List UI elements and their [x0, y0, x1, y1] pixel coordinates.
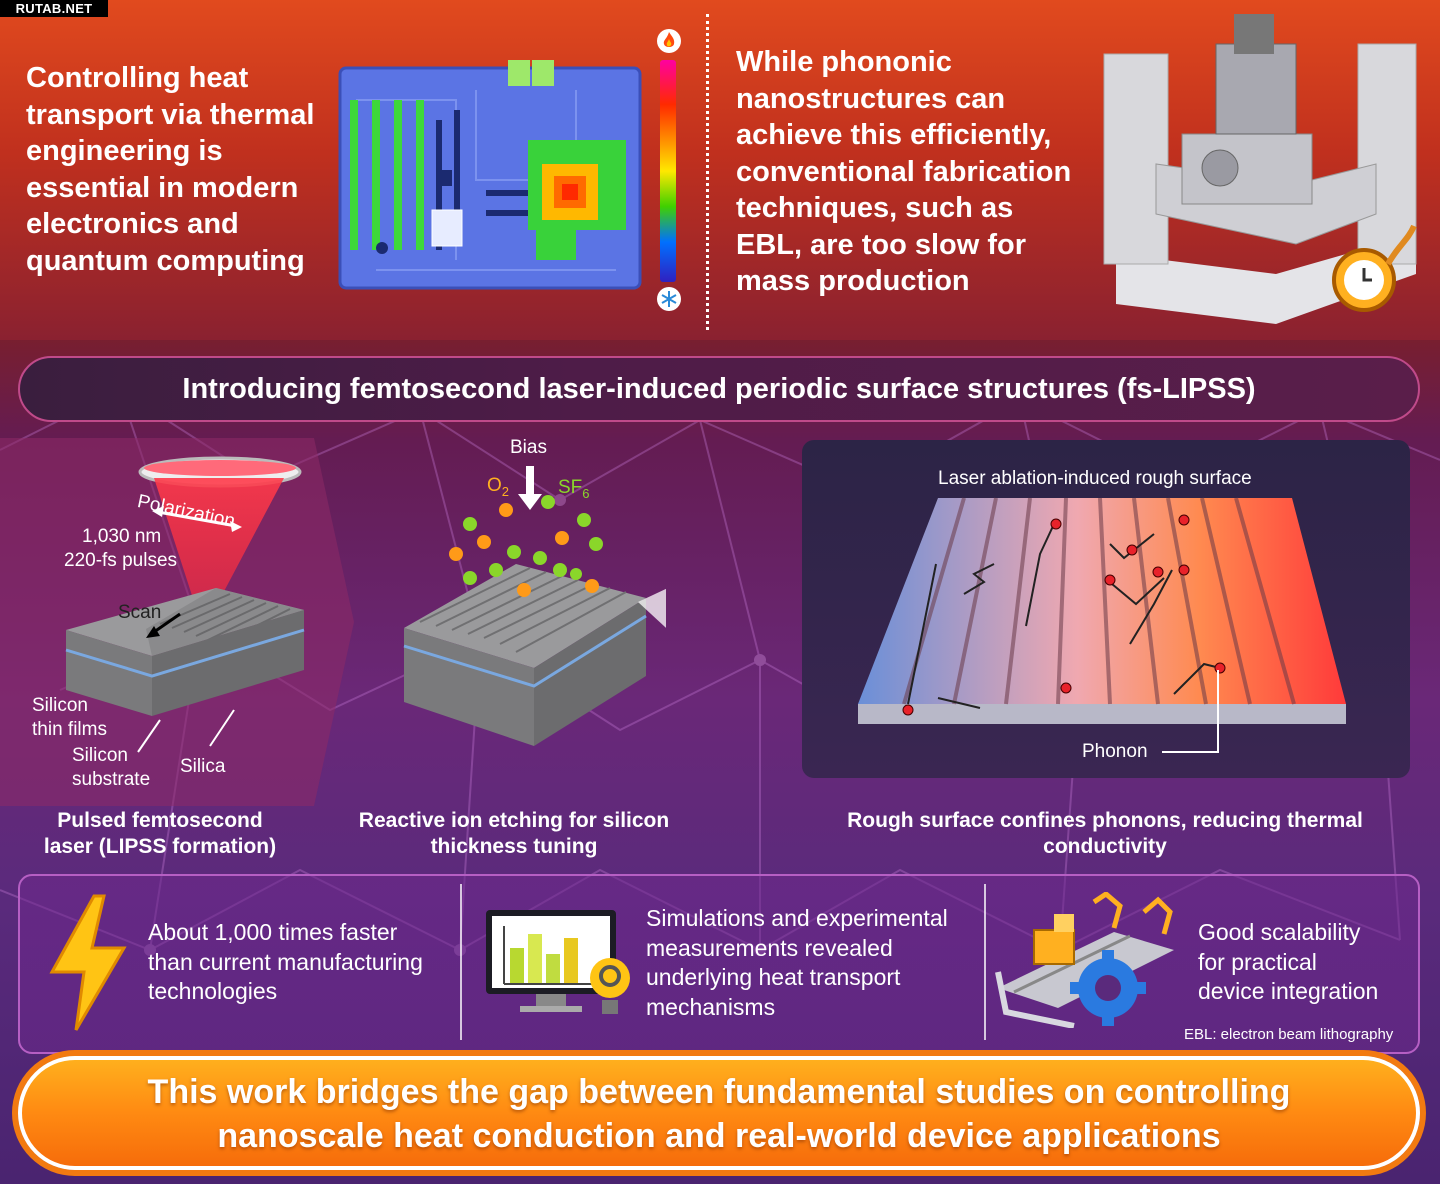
- intro-line: Controlling heat: [26, 62, 249, 94]
- conclusion-text: This work bridges the gap between fundam…: [58, 1070, 1380, 1158]
- features-panel: [18, 874, 1420, 1054]
- monitor-chart-icon: [486, 910, 630, 1014]
- o2-subscript: 2: [501, 483, 510, 499]
- feature-line: Simulations and experimental: [646, 905, 948, 931]
- phonon-label: Phonon: [1082, 741, 1148, 762]
- laser-caption: Pulsed femtosecond laser (LIPSS formatio…: [20, 808, 300, 860]
- feature-speed-text: About 1,000 times faster than current ma…: [148, 918, 448, 1007]
- lightning-icon: [49, 894, 127, 1031]
- rough-surface-illustration: [858, 497, 1346, 724]
- snowflake-icon: [657, 287, 681, 311]
- substrate-line: Silicon: [72, 745, 128, 766]
- rough-surface-label: Laser ablation-induced rough surface: [938, 468, 1252, 489]
- feature-line: measurements revealed: [646, 934, 893, 961]
- bias-label: Bias: [510, 437, 547, 458]
- banner-title: Introducing femtosecond laser-induced pe…: [182, 373, 1256, 405]
- ebl-line: While phononic: [736, 46, 952, 78]
- silica-label: Silica: [180, 756, 226, 777]
- conclusion-banner: This work bridges the gap between fundam…: [18, 1056, 1420, 1170]
- conclusion-line: nanoscale heat conduction and real-world…: [217, 1117, 1221, 1155]
- etching-caption-line: thickness tuning: [430, 835, 598, 858]
- ebl-text: While phononic nanostructures can achiev…: [736, 44, 1086, 300]
- ion-etching-illustration: [403, 564, 666, 746]
- title-banner: Introducing femtosecond laser-induced pe…: [18, 356, 1420, 422]
- intro-line: transport via thermal: [26, 98, 315, 131]
- feature-line: device integration: [1198, 978, 1379, 1004]
- intro-line: quantum computing: [26, 244, 305, 277]
- laser-caption-line: Pulsed femtosecond: [57, 809, 263, 832]
- ebl-line: EBL, are too slow for: [736, 228, 1027, 261]
- thin-films-line: thin films: [32, 719, 107, 740]
- o2-text: O: [487, 475, 502, 496]
- factory-gear-icon: [995, 892, 1174, 1028]
- feature-line: Good scalability: [1198, 919, 1361, 945]
- label-leader-lines: [137, 709, 235, 753]
- feature-line: for practical: [1198, 948, 1317, 975]
- intro-line: engineering is: [26, 135, 223, 167]
- substrate-label: Silicon substrate: [72, 744, 150, 792]
- feature-divider: [984, 884, 986, 1040]
- sf6-text: SF: [558, 477, 583, 498]
- watermark: RUTAB.NET: [0, 0, 108, 17]
- heat-color-scale: [660, 60, 676, 282]
- substrate-line: substrate: [72, 769, 151, 790]
- etching-caption-line: Reactive ion etching for silicon: [358, 809, 670, 832]
- feature-divider: [460, 884, 462, 1040]
- ebl-footnote: EBL: electron beam lithography: [1184, 1026, 1394, 1043]
- top-divider: [706, 14, 709, 330]
- intro-line: electronics and: [26, 208, 239, 240]
- rough-caption-line: conductivity: [1043, 835, 1167, 858]
- ion-particles: [449, 466, 603, 597]
- feature-line: mechanisms: [646, 993, 776, 1020]
- rough-caption: Rough surface confines phonons, reducing…: [810, 808, 1400, 860]
- feature-scalability-text: Good scalability for practical device in…: [1198, 918, 1408, 1007]
- thin-films-label: Silicon thin films: [32, 694, 107, 742]
- etching-caption: Reactive ion etching for silicon thickne…: [334, 808, 694, 860]
- motherboard-illustration: [338, 60, 642, 290]
- feature-simulation-text: Simulations and experimental measurement…: [646, 904, 976, 1022]
- sf6-label: SF6: [558, 476, 590, 506]
- ebl-line: mass production: [736, 265, 970, 297]
- laser-lipss-illustration: [65, 456, 305, 716]
- pulses-label: 220-fs pulses: [64, 550, 178, 571]
- o2-label: O2: [487, 474, 509, 504]
- feature-line: than current manufacturing: [148, 948, 423, 975]
- feature-line: underlying heat transport: [646, 964, 901, 990]
- sf6-subscript: 6: [582, 485, 590, 501]
- ebl-machine-illustration: [1103, 14, 1417, 324]
- feature-line: About 1,000 times faster: [148, 919, 398, 945]
- conclusion-line: This work bridges the gap between fundam…: [147, 1073, 1291, 1111]
- thin-films-line: Silicon: [32, 695, 88, 716]
- wavelength-label: 1,030 nm: [82, 526, 162, 547]
- flame-icon: [657, 29, 681, 53]
- intro-line: essential in modern: [26, 171, 299, 204]
- feature-line: technologies: [148, 978, 278, 1004]
- ebl-line: techniques, such as: [736, 192, 1014, 224]
- ebl-line: achieve this efficiently,: [736, 119, 1052, 151]
- rough-caption-line: Rough surface confines phonons, reducing…: [847, 809, 1363, 832]
- phonon-leader-line: [1162, 670, 1219, 753]
- ebl-line: nanostructures can: [736, 82, 1006, 115]
- ebl-line: conventional fabrication: [736, 155, 1072, 188]
- scan-label: Scan: [118, 602, 162, 623]
- laser-caption-line: laser (LIPSS formation): [43, 835, 277, 858]
- intro-text: Controlling heat transport via thermal e…: [26, 60, 326, 279]
